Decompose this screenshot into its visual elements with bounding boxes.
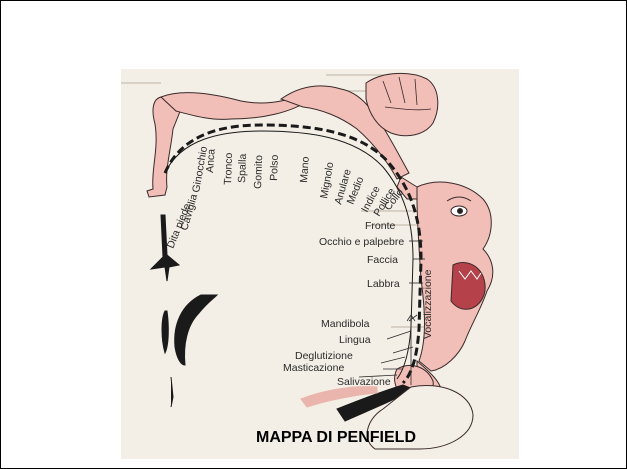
label-polso: Polso (268, 154, 281, 181)
label-masticazione: Masticazione (283, 362, 344, 374)
penfield-homunculus-figure: Dita piede Caviglia Ginocchio Anca Tronc… (121, 69, 519, 459)
label-deglutizione: Deglutizione (295, 350, 353, 362)
label-mano: Mano (298, 156, 312, 183)
label-fronte: Fronte (365, 220, 396, 232)
label-gomito: Gomito (252, 155, 265, 189)
label-occhio: Occhio e palpebre (319, 236, 404, 248)
label-spalla: Spalla (236, 153, 249, 183)
label-vocalizzazione: Vocalizzazione (422, 269, 434, 339)
label-lingua: Lingua (339, 334, 371, 346)
homunculus-diagram: Dita piede Caviglia Ginocchio Anca Tronc… (121, 69, 519, 459)
label-salivazione: Salivazione (337, 376, 391, 388)
body-part-labels: Dita piede Caviglia Ginocchio Anca Tronc… (165, 145, 407, 250)
label-mandibola: Mandibola (321, 318, 370, 330)
label-mignolo: Mignolo (318, 161, 336, 199)
label-anca: Anca (204, 148, 218, 173)
label-faccia: Faccia (367, 254, 398, 266)
label-labbra: Labbra (367, 278, 400, 290)
figure-caption: MAPPA DI PENFIELD (226, 429, 446, 451)
label-tronco: Tronco (222, 152, 235, 185)
